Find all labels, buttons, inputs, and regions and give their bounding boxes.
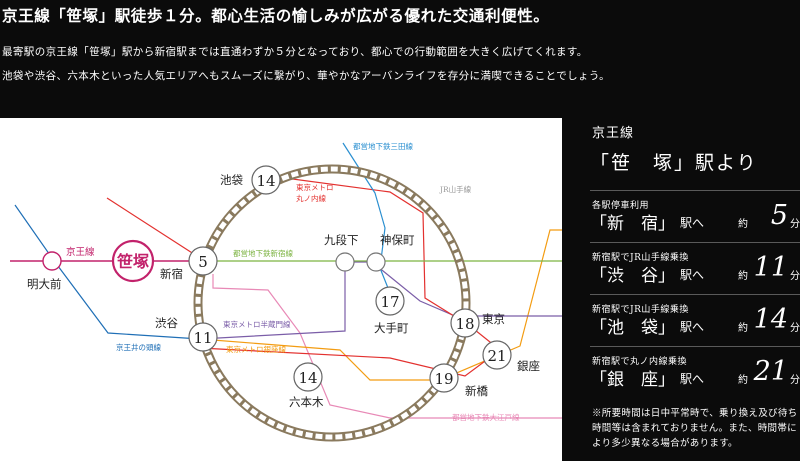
route-approx: 約 bbox=[738, 271, 748, 282]
label-hanzomon-line: 東京メトロ半蔵門線 bbox=[223, 319, 291, 329]
route-note: 新宿駅でJR山手線乗換 bbox=[592, 305, 689, 315]
station-name-otemachi: 大手町 bbox=[374, 321, 409, 335]
minute-circle-roppongi bbox=[293, 362, 323, 392]
route-approx: 約 bbox=[738, 375, 748, 386]
body-line-1: 最寄駅の京王線「笹塚」駅から新宿駅までは直通わずか５分となっており、都心での行動… bbox=[2, 46, 588, 58]
label-inokashira-line: 京王井の頭線 bbox=[116, 342, 161, 352]
body-line-2: 池袋や渋谷、六本木といった人気エリアへもスムーズに繋がり、華やかなアーバンライフ… bbox=[2, 70, 611, 82]
access-panel: 京王線 「笹 塚」駅より 各駅停車利用 「新 宿」 駅へ 約 5 分 新宿駅でJ… bbox=[562, 118, 800, 461]
route-destination: 「銀 座」 bbox=[590, 370, 675, 390]
minute-ginza: 21 bbox=[487, 347, 506, 365]
station-name-roppongi: 六本木 bbox=[289, 395, 324, 409]
station-kudanshita bbox=[335, 252, 355, 272]
label-keio-line: 京王線 bbox=[66, 246, 95, 258]
route-suffix: 駅へ bbox=[680, 216, 705, 230]
station-name-shinjuku: 新宿 bbox=[160, 267, 183, 281]
route-minutes: 14 bbox=[753, 304, 788, 335]
route-divider bbox=[590, 346, 800, 347]
label-ginza-line: 東京メトロ銀座線 bbox=[226, 344, 286, 354]
route-suffix: 駅へ bbox=[680, 268, 705, 282]
label-mita-line: 都営地下鉄三田線 bbox=[353, 141, 413, 151]
label-shinjuku-line: 都営地下鉄新宿線 bbox=[233, 248, 293, 258]
route-destination: 「渋 谷」 bbox=[590, 266, 675, 286]
yamanote-loop-inner bbox=[195, 166, 469, 440]
route-unit: 分 bbox=[790, 219, 800, 230]
minute-shinjuku: 5 bbox=[198, 253, 208, 271]
minute-circle-ikebukuro bbox=[251, 165, 281, 195]
route-approx: 約 bbox=[738, 323, 748, 334]
station-name-ginza: 銀座 bbox=[517, 359, 540, 373]
label-oedo-line: 都営地下鉄大江戸線 bbox=[452, 412, 520, 422]
route-minutes: 21 bbox=[753, 356, 788, 387]
origin-line: 京王線 bbox=[592, 126, 635, 141]
route-divider bbox=[590, 242, 800, 243]
route-map: 都営地下鉄三田線 JR山手線 東京メトロ 丸ノ内線 都営地下鉄新宿線 京王線 京… bbox=[0, 118, 562, 461]
route-unit: 分 bbox=[790, 323, 800, 334]
minute-shimbashi: 19 bbox=[434, 370, 453, 388]
route-note: 新宿駅で丸ノ内線乗換 bbox=[592, 357, 688, 367]
route-unit: 分 bbox=[790, 375, 800, 386]
route-divider bbox=[590, 294, 800, 295]
station-jimbocho bbox=[366, 252, 386, 272]
route-minutes: 11 bbox=[753, 252, 788, 283]
minute-circle-tokyo bbox=[450, 308, 480, 338]
headline: 京王線「笹塚」駅徒歩１分。都心生活の愉しみが広がる優れた交通利便性。 bbox=[2, 6, 550, 25]
minute-ikebukuro: 14 bbox=[256, 172, 275, 190]
minute-circle-ginza bbox=[482, 340, 512, 370]
station-name-shimbashi: 新橋 bbox=[465, 384, 488, 398]
origin-station: 「笹 塚」駅より bbox=[590, 152, 758, 174]
minute-circle-shimbashi bbox=[429, 363, 459, 393]
label-marunouchi-2: 丸ノ内線 bbox=[296, 193, 326, 203]
route-map-svg: 都営地下鉄三田線 JR山手線 東京メトロ 丸ノ内線 都営地下鉄新宿線 京王線 京… bbox=[10, 141, 562, 442]
route-unit: 分 bbox=[790, 271, 800, 282]
footnote: ※所要時間は日中平常時で、乗り換え及び待ち時間等は含まれておりません。また、時間… bbox=[592, 408, 798, 449]
route-suffix: 駅へ bbox=[680, 372, 705, 386]
inokashira-line bbox=[14, 204, 201, 340]
label-marunouchi-1: 東京メトロ bbox=[296, 182, 334, 192]
minute-otemachi: 17 bbox=[380, 293, 399, 311]
route-suffix: 駅へ bbox=[680, 320, 705, 334]
station-name-shibuya: 渋谷 bbox=[155, 316, 178, 330]
minute-circle-otemachi bbox=[375, 286, 405, 316]
station-meidaimae bbox=[42, 251, 62, 271]
minute-tokyo: 18 bbox=[455, 315, 474, 333]
route-minutes: 5 bbox=[770, 200, 788, 231]
route-divider bbox=[590, 190, 800, 191]
route-destination: 「池 袋」 bbox=[590, 318, 675, 338]
station-name-jimbocho: 神保町 bbox=[380, 233, 415, 247]
route-note: 各駅停車利用 bbox=[592, 201, 650, 211]
minute-shibuya: 11 bbox=[193, 329, 212, 347]
station-name-meidaimae: 明大前 bbox=[27, 277, 62, 291]
route-destination: 「新 宿」 bbox=[590, 214, 675, 234]
route-note: 新宿駅でJR山手線乗換 bbox=[592, 253, 689, 263]
station-name-sasazuka: 笹塚 bbox=[116, 252, 149, 271]
station-sasazuka bbox=[111, 239, 155, 283]
minute-roppongi: 14 bbox=[298, 369, 317, 387]
minute-circle-shinjuku bbox=[188, 246, 218, 276]
station-name-kudanshita: 九段下 bbox=[324, 233, 359, 247]
station-name-ikebukuro: 池袋 bbox=[220, 173, 243, 187]
station-name-tokyo: 東京 bbox=[482, 312, 505, 326]
route-approx: 約 bbox=[738, 219, 748, 230]
minute-circle-shibuya bbox=[188, 322, 218, 352]
label-yamanote-line: JR山手線 bbox=[439, 184, 472, 194]
